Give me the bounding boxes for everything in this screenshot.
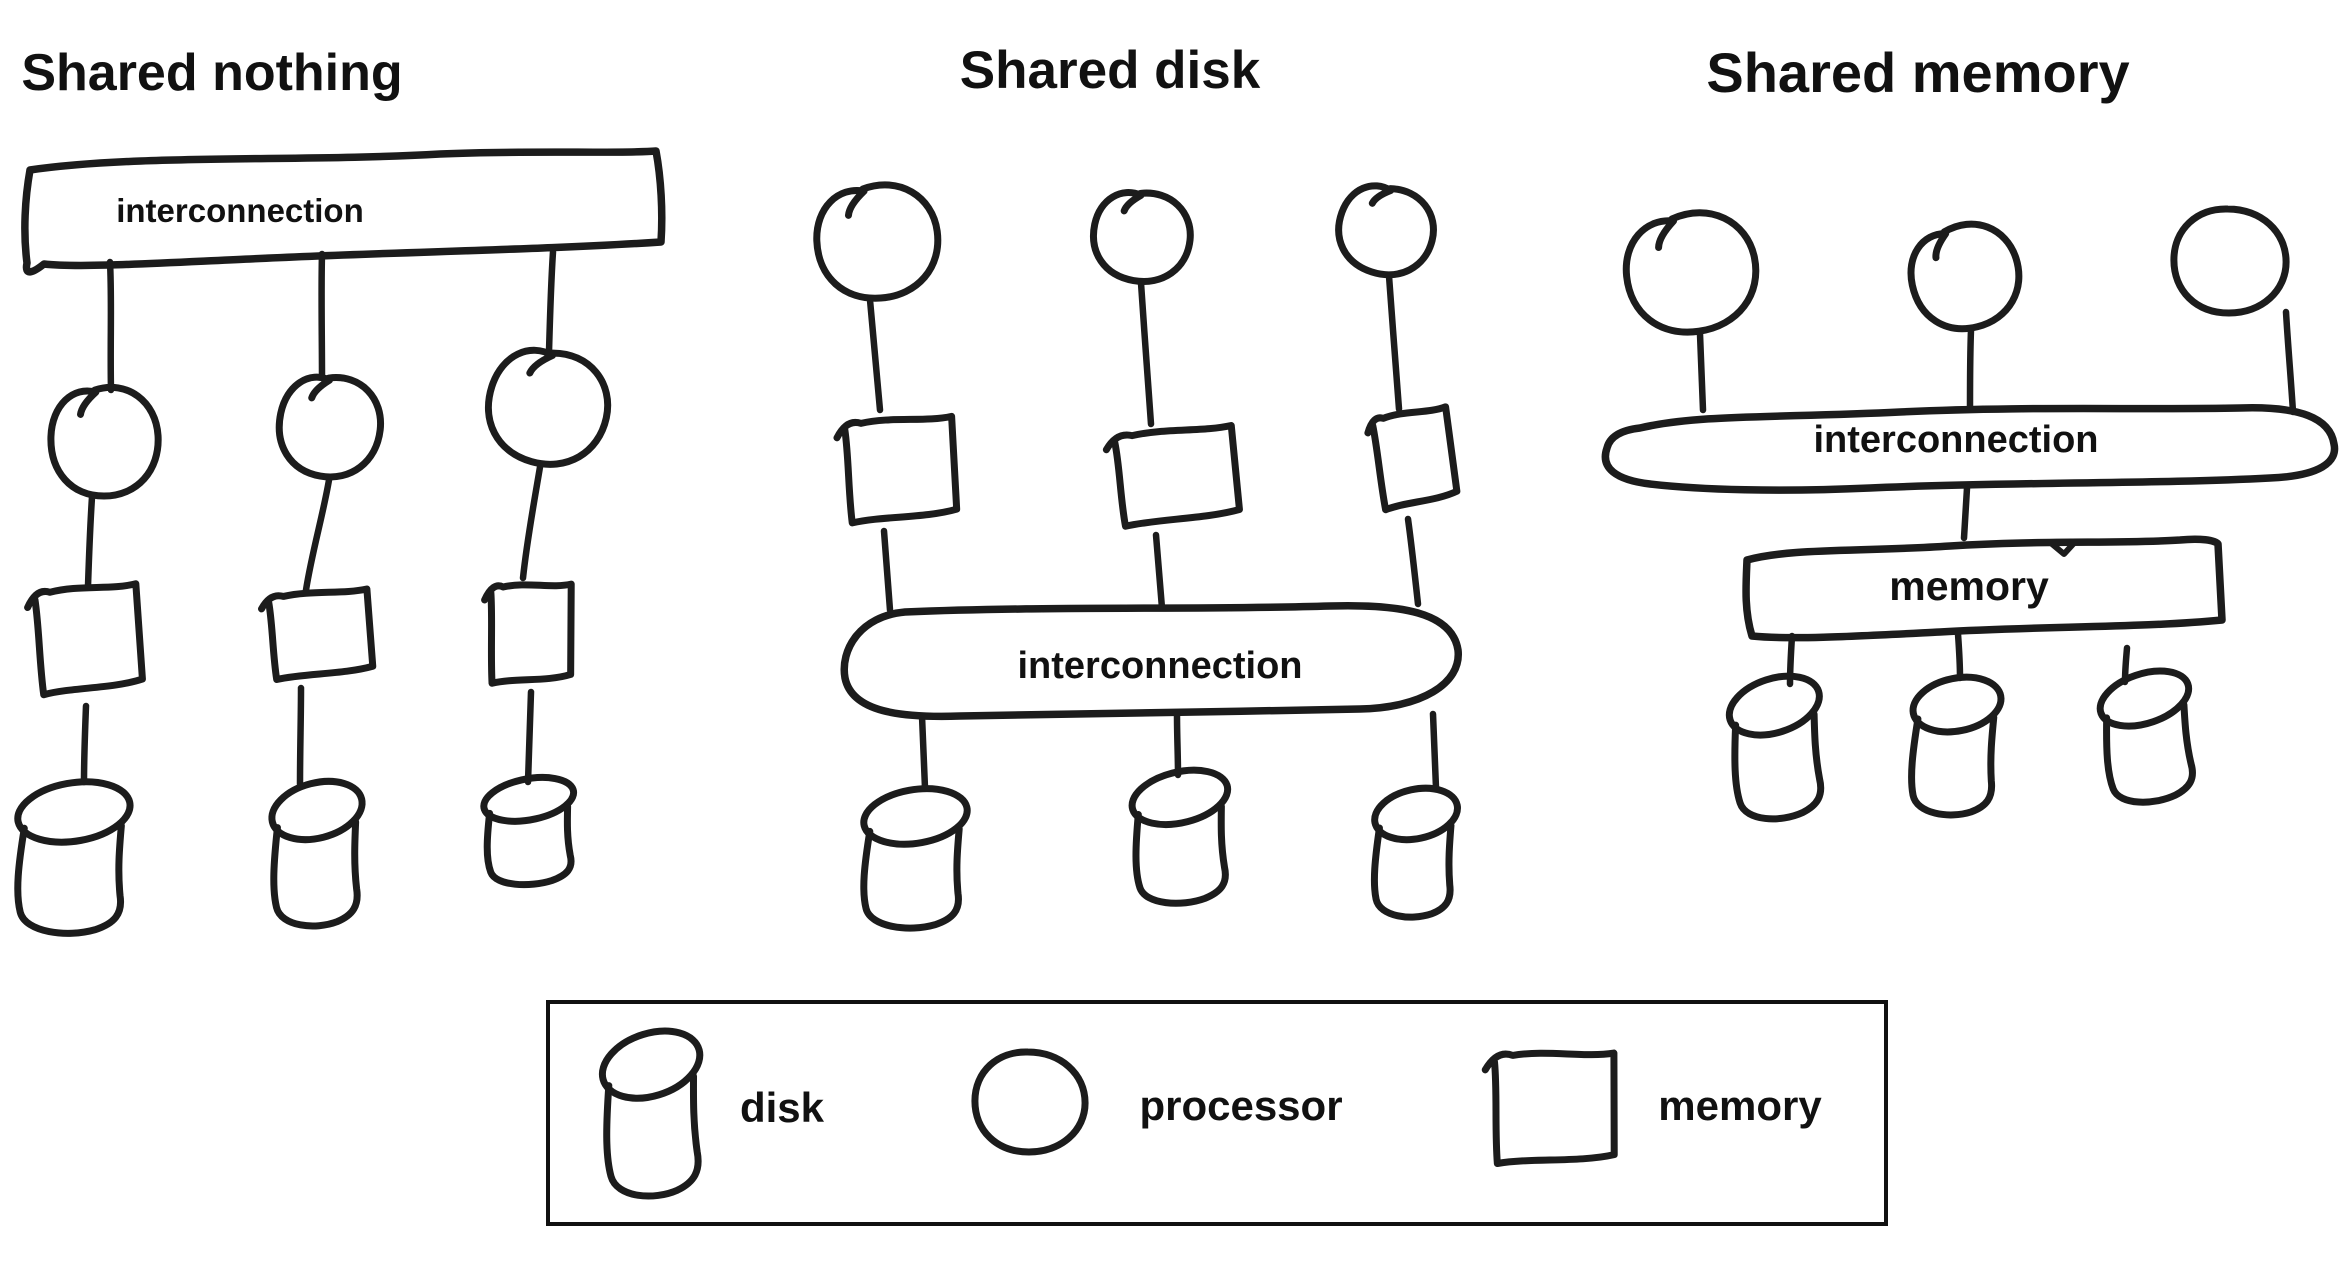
shared-memory-bar bbox=[1742, 535, 2226, 642]
connector-line bbox=[1404, 515, 1422, 608]
memory-bar-label: memory bbox=[1889, 563, 2049, 609]
interconnection-bus bbox=[21, 147, 666, 276]
memory-icon bbox=[261, 589, 373, 680]
connector-line bbox=[918, 712, 929, 792]
connector-line bbox=[1954, 630, 1964, 682]
panel-title: Shared memory bbox=[1706, 41, 2129, 104]
disk-icon bbox=[477, 769, 583, 886]
memory-icon bbox=[27, 584, 143, 696]
interconnection-bus bbox=[840, 601, 1462, 721]
connector-line bbox=[1696, 330, 1707, 414]
processor-icon bbox=[975, 1052, 1085, 1152]
disk-icon bbox=[594, 1019, 711, 1198]
connector-line bbox=[524, 688, 535, 786]
panel-title: Shared nothing bbox=[21, 44, 402, 102]
processor-icon bbox=[1327, 175, 1444, 287]
disk-icon bbox=[266, 772, 368, 926]
connector-line bbox=[1137, 279, 1155, 428]
connector-line bbox=[1385, 272, 1403, 413]
disk-icon bbox=[6, 770, 138, 936]
disk-icon bbox=[1720, 665, 1834, 822]
connector-line bbox=[302, 476, 333, 594]
panel-title: Shared disk bbox=[960, 41, 1261, 100]
disk-icon bbox=[2090, 659, 2206, 806]
processor-icon bbox=[1901, 214, 2030, 339]
connector-line bbox=[866, 296, 884, 414]
processor-icon bbox=[51, 387, 158, 496]
disk-icon bbox=[853, 777, 975, 930]
legend-label-disk: disk bbox=[740, 1084, 825, 1131]
legend-box bbox=[546, 1000, 1888, 1226]
connector-line bbox=[545, 248, 557, 356]
processor-icon bbox=[2174, 209, 2286, 313]
connector-line bbox=[1429, 710, 1440, 792]
pen-stroke-detail bbox=[2049, 539, 2078, 557]
memory-icon bbox=[1366, 407, 1458, 511]
processor-icon bbox=[475, 337, 620, 478]
memory-icon bbox=[1105, 425, 1240, 527]
panel-shared-disk: Shared disk interconnection bbox=[813, 41, 1464, 930]
connector-line bbox=[84, 493, 96, 590]
processor-icon bbox=[1619, 205, 1763, 340]
memory-icon bbox=[837, 416, 957, 523]
memory-icon bbox=[1482, 1049, 1618, 1168]
bus-label: interconnection bbox=[116, 192, 364, 229]
connector-line bbox=[1960, 484, 1971, 542]
connector-line bbox=[2282, 308, 2297, 416]
disk-icon bbox=[1902, 665, 2008, 817]
processor-icon bbox=[1086, 184, 1197, 289]
panel-shared-nothing: Shared nothing interconnection bbox=[6, 44, 666, 936]
connector-line bbox=[519, 463, 544, 582]
interconnection-bus bbox=[1601, 404, 2339, 494]
processor-icon bbox=[271, 368, 388, 484]
connector-line bbox=[80, 702, 90, 786]
connector-line bbox=[880, 527, 894, 614]
connector-line bbox=[1152, 531, 1166, 612]
legend-label-processor: processor bbox=[1139, 1082, 1342, 1129]
processor-icon bbox=[813, 181, 941, 302]
legend-label-memory: memory bbox=[1658, 1082, 1822, 1129]
panel-shared-memory: Shared memory interconnection memory bbox=[1601, 41, 2339, 822]
memory-icon bbox=[482, 581, 574, 686]
connector-line bbox=[106, 258, 115, 394]
legend: disk processor memory bbox=[546, 1000, 1888, 1226]
bus-label: interconnection bbox=[1813, 419, 2098, 461]
disk-icon bbox=[1124, 760, 1238, 904]
connector-line bbox=[1966, 326, 1975, 410]
connector-line bbox=[296, 684, 305, 788]
connector-line bbox=[1173, 712, 1182, 779]
bus-label: interconnection bbox=[1017, 645, 1302, 687]
disk-icon bbox=[1366, 778, 1464, 919]
